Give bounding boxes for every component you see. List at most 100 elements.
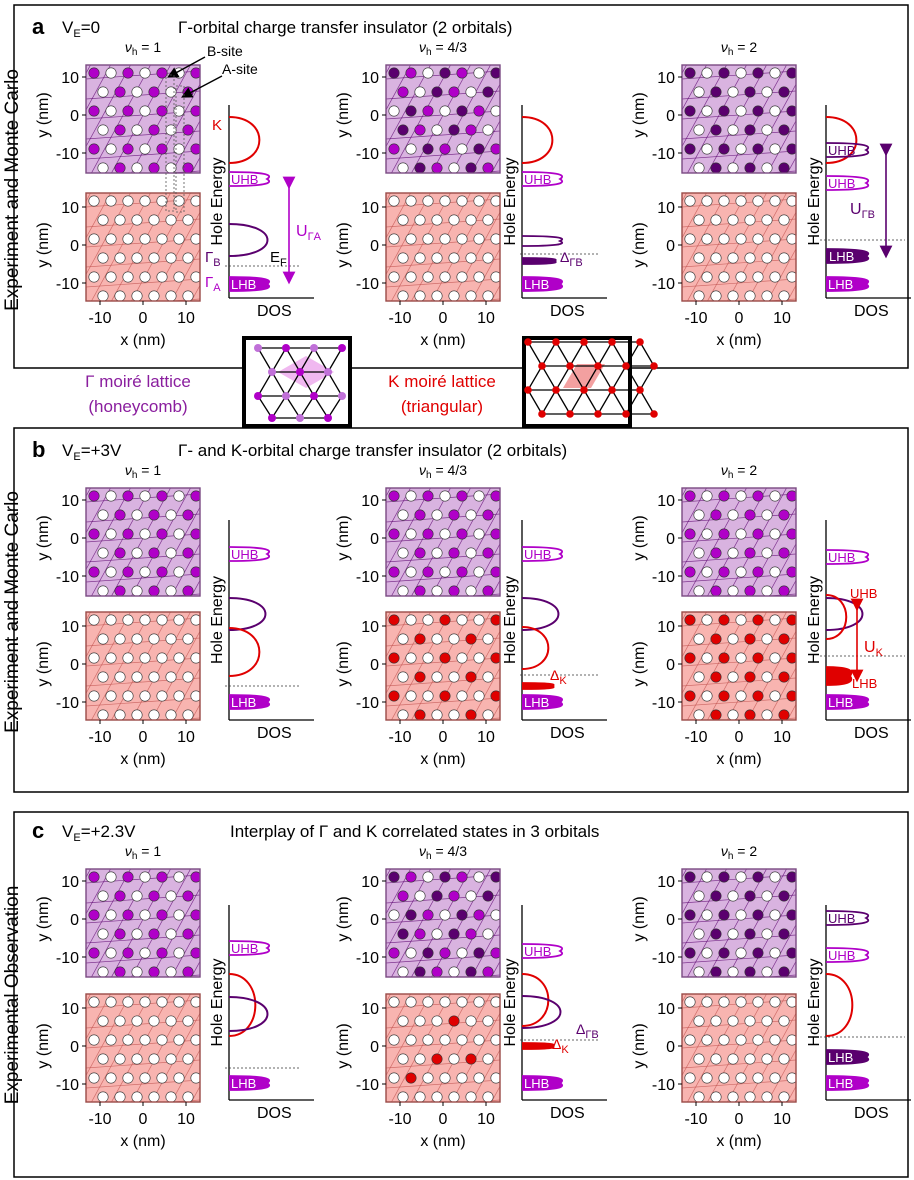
lattice-line xyxy=(767,543,796,596)
lattice-line xyxy=(151,506,200,596)
lattice-site xyxy=(414,1053,426,1065)
lattice-line xyxy=(386,677,500,687)
lattice-site xyxy=(701,566,713,578)
gamma-lhb-label: LHB xyxy=(231,695,256,710)
y-tick-label: 0 xyxy=(70,1039,79,1056)
lattice-site xyxy=(182,124,194,136)
lattice-site xyxy=(422,614,434,626)
triangular-bond xyxy=(527,341,543,367)
lattice-site xyxy=(710,252,722,264)
lattice-site xyxy=(710,890,722,902)
lattice-site xyxy=(769,871,781,883)
lattice-site xyxy=(684,67,696,79)
filling-label: νh = 2 xyxy=(721,462,758,481)
lattice-site xyxy=(405,195,417,207)
lattice-site xyxy=(414,1091,426,1102)
lattice-line xyxy=(522,478,592,606)
lattice-insets xyxy=(242,336,658,428)
lattice-site xyxy=(97,890,109,902)
lattice-site xyxy=(165,86,177,98)
lattice-site xyxy=(431,966,443,977)
lattice-site xyxy=(199,712,200,718)
lattice-line xyxy=(542,859,612,987)
lattice-line xyxy=(882,859,914,987)
lattice-site xyxy=(795,293,796,299)
lattice-site xyxy=(752,909,764,921)
lattice-line xyxy=(266,984,336,1112)
lattice-site xyxy=(156,67,168,79)
lattice-site xyxy=(448,671,460,683)
lattice-site xyxy=(448,633,460,645)
y-tick-label: 10 xyxy=(361,200,379,217)
lattice-site xyxy=(165,547,177,559)
lattice-site xyxy=(122,528,134,540)
lattice-site xyxy=(122,996,134,1008)
lattice-line xyxy=(171,667,200,720)
x-tick-label: 0 xyxy=(439,729,448,746)
lattice-site xyxy=(165,671,177,683)
lattice-site xyxy=(165,1015,177,1027)
lattice-site xyxy=(482,890,494,902)
lattice-site xyxy=(448,1015,460,1027)
lattice-inner xyxy=(86,994,200,1102)
triangular-bond xyxy=(569,365,585,391)
lattice-site xyxy=(465,214,477,226)
x-tick-label: -10 xyxy=(88,729,111,746)
lattice-site xyxy=(718,195,730,207)
lattice-site xyxy=(778,214,790,226)
panel-b-letter: b xyxy=(32,437,45,462)
lattice-inner xyxy=(542,859,914,987)
lattice-site xyxy=(786,690,796,702)
lattice-line xyxy=(86,218,200,228)
lattice-site xyxy=(156,490,168,502)
lattice-site xyxy=(473,614,485,626)
lattice-site xyxy=(490,528,500,540)
lattice-site xyxy=(439,528,451,540)
lattice-line xyxy=(386,1019,500,1029)
lattice-site xyxy=(465,252,477,264)
lattice-site xyxy=(465,547,477,559)
lattice-bg xyxy=(86,193,200,301)
x-tick-label: 0 xyxy=(139,729,148,746)
lattice-inner xyxy=(386,193,500,301)
lattice-site xyxy=(148,124,160,136)
lattice-site xyxy=(769,909,781,921)
panel-c-letter: c xyxy=(32,818,44,843)
lattice-site xyxy=(727,890,739,902)
lattice-site xyxy=(744,509,756,521)
lattice-site xyxy=(710,547,722,559)
lattice-site xyxy=(388,233,400,245)
gamma-a-lhb xyxy=(825,276,869,292)
lattice-site xyxy=(431,671,443,683)
gamma-lhb xyxy=(521,1075,563,1091)
lattice-site xyxy=(397,1053,409,1065)
lattice-site xyxy=(114,252,126,264)
lattice-site xyxy=(778,290,790,301)
lattice-site xyxy=(388,105,400,117)
u-gamma-b-label: UΓB xyxy=(850,201,875,221)
lattice-site xyxy=(473,1034,485,1046)
k-lhb-label: LHB xyxy=(852,676,877,691)
lattice-site xyxy=(456,690,468,702)
lattice-site xyxy=(88,652,100,664)
lattice-site xyxy=(786,652,796,664)
lattice-site xyxy=(482,928,494,940)
lattice-site xyxy=(769,566,781,578)
lattice-line xyxy=(171,543,200,596)
lattice-line xyxy=(386,994,411,1040)
filling-label: νh = 4/3 xyxy=(419,462,467,481)
lattice-line xyxy=(246,602,316,730)
lattice-site xyxy=(422,143,434,155)
lattice-site xyxy=(439,490,451,502)
lattice-site xyxy=(752,871,764,883)
lattice-site xyxy=(752,652,764,664)
lattice-site xyxy=(422,105,434,117)
delta-k-label: ΔK xyxy=(550,667,567,687)
lattice-line xyxy=(386,193,411,239)
lattice-site xyxy=(744,252,756,264)
gamma-a-label: ΓA xyxy=(205,274,221,294)
lattice-site xyxy=(131,1091,143,1102)
lattice-line xyxy=(787,960,796,977)
triangular-bond xyxy=(541,341,557,367)
